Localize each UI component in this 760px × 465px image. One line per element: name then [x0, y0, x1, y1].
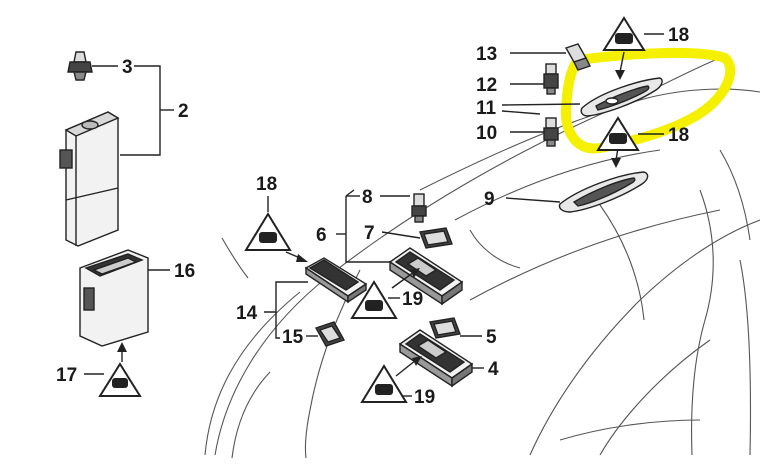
callout-18-top: 18: [668, 25, 689, 46]
part-bulb-15: [314, 321, 346, 347]
warning-triangle-19-upper: [350, 280, 398, 319]
part-switch-module: [59, 111, 120, 247]
callout-13: 13: [476, 44, 497, 65]
part-socket-16: [79, 249, 149, 347]
callout-3: 3: [122, 57, 133, 78]
callout-9: 9: [484, 189, 495, 210]
callout-11: 11: [476, 98, 497, 119]
warning-triangle-19-lower: [360, 364, 408, 403]
warning-triangle-17: [98, 362, 142, 397]
callout-17: 17: [56, 365, 77, 386]
callout-labels: 3 2 16 17 18 14 15 6 7 8 19 5 4 19 13 12…: [56, 25, 689, 408]
part-lamp-14: [304, 257, 368, 304]
part-bulb-13: [564, 43, 591, 71]
callout-10: 10: [476, 123, 497, 144]
part-reading-lamp-9: [558, 171, 649, 213]
part-bulb-3: [67, 51, 93, 81]
part-reading-lamp-11: [580, 77, 663, 117]
part-bulb-7: [419, 227, 453, 249]
leader-lines: [84, 33, 664, 397]
callout-7: 7: [364, 223, 375, 244]
part-bulb-10: [543, 117, 559, 147]
callout-16: 16: [174, 261, 195, 282]
warning-triangles: [98, 16, 646, 403]
callout-15: 15: [282, 327, 304, 348]
callout-6: 6: [316, 225, 327, 246]
callout-18-left: 18: [256, 174, 277, 195]
part-bulb-8: [411, 193, 427, 223]
highlight-circle: [560, 47, 736, 154]
part-bulb-12: [543, 63, 559, 95]
callout-14: 14: [236, 303, 258, 324]
callout-5: 5: [486, 327, 497, 348]
callout-18-mid: 18: [668, 125, 689, 146]
part-lamp-6: [388, 247, 464, 306]
callout-19-lower: 19: [414, 387, 435, 408]
callout-8: 8: [362, 187, 373, 208]
warning-triangle-18-left: [244, 212, 292, 251]
part-lamp-4: [398, 329, 474, 388]
callout-12: 12: [476, 75, 497, 96]
callout-19-upper: 19: [402, 289, 423, 310]
warning-triangle-18-top: [602, 16, 646, 51]
callout-2: 2: [178, 101, 189, 122]
part-bulb-5: [429, 317, 461, 339]
warning-triangle-18-mid: [596, 116, 640, 151]
callout-4: 4: [488, 359, 499, 380]
